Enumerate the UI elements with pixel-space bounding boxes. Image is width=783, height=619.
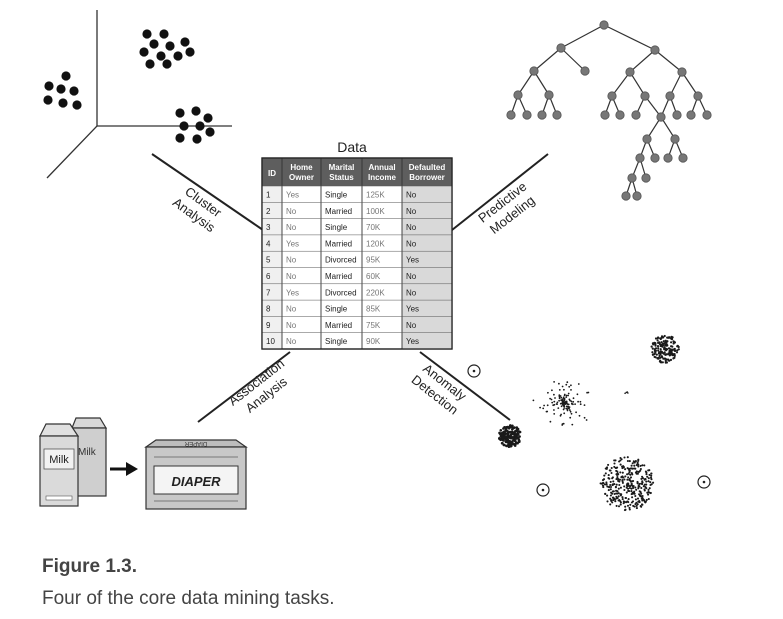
anomaly-detection-label: Anomaly Detection <box>409 361 470 418</box>
table-cell: 120K <box>366 239 385 248</box>
table-cell: 95K <box>366 256 381 265</box>
table-cell: Married <box>325 239 352 248</box>
table-header-cell: Owner <box>289 173 314 182</box>
outlier-marker <box>536 483 550 497</box>
table-cell: 220K <box>366 288 385 297</box>
table-cell: No <box>286 223 297 232</box>
table-cell: 2 <box>266 207 271 216</box>
table-cell: No <box>406 191 417 200</box>
milk-front-label: Milk <box>49 454 69 466</box>
cluster-top <box>139 29 195 69</box>
table-cell: No <box>406 207 417 216</box>
cluster-left <box>43 71 82 110</box>
table-cell: 9 <box>266 321 271 330</box>
table-cell: Married <box>325 207 352 216</box>
table-cell: 5 <box>266 256 271 265</box>
diaper-lid-label: DIAPER <box>184 440 207 446</box>
table-cell: 4 <box>266 239 271 248</box>
table-cell: No <box>286 337 297 346</box>
table-cell: 125K <box>366 191 385 200</box>
table-cell: Yes <box>286 239 299 248</box>
table-header-cell: Home <box>290 163 313 172</box>
figure-caption-title: Figure 1.3. <box>42 556 138 577</box>
table-cell: Married <box>325 321 352 330</box>
arrow-icon <box>110 462 138 476</box>
table-cell: Single <box>325 337 348 346</box>
data-table-title: Data <box>337 139 367 155</box>
table-cell: 90K <box>366 337 381 346</box>
outlier-marker <box>697 475 711 489</box>
table-header-cell: Annual <box>368 163 395 172</box>
milk-cartons-icon: Milk Milk <box>39 417 108 507</box>
table-cell: No <box>406 272 417 281</box>
table-header-cell: ID <box>268 169 276 178</box>
table-cell: Yes <box>406 337 419 346</box>
table-cell: 6 <box>266 272 271 281</box>
milk-back-label: Milk <box>78 447 97 458</box>
table-cell: 8 <box>266 305 271 314</box>
table-cell: Yes <box>406 305 419 314</box>
table-cell: 85K <box>366 305 381 314</box>
association-analysis-label: Association Analysis <box>225 356 290 416</box>
cluster-bottom <box>175 106 215 144</box>
predictive-connector <box>451 153 549 231</box>
table-cell: No <box>406 239 417 248</box>
table-cell: Divorced <box>325 256 357 265</box>
table-cell: 75K <box>366 321 381 330</box>
table-cell: Yes <box>286 191 299 200</box>
axis-depth <box>46 125 98 179</box>
anomaly-outliers <box>467 364 711 497</box>
cluster-connector <box>151 153 264 231</box>
cluster-analysis-label: Cluster Analysis <box>170 184 225 236</box>
table-cell: Single <box>325 223 348 232</box>
table-cell: No <box>406 288 417 297</box>
table-cell: 10 <box>266 337 275 346</box>
association-connector <box>197 351 291 423</box>
table-cell: 100K <box>366 207 385 216</box>
figure-caption-text: Four of the core data mining tasks. <box>42 588 335 609</box>
data-mining-tasks-diagram: Cluster Analysis Predictive Modeling Ass… <box>39 10 712 512</box>
table-cell: No <box>286 321 297 330</box>
table-header-cell: Status <box>329 173 354 182</box>
table-cell: 7 <box>266 288 271 297</box>
diaper-box-icon: DIAPER DIAPER <box>144 439 248 510</box>
table-cell: Single <box>325 305 348 314</box>
diaper-box-label: DIAPER <box>171 474 221 489</box>
table-header-cell: Borrower <box>409 173 445 182</box>
table-cell: No <box>286 207 297 216</box>
table-cell: 3 <box>266 223 271 232</box>
table-header-cell: Defaulted <box>409 163 446 172</box>
table-cell: No <box>286 272 297 281</box>
table-cell: 70K <box>366 223 381 232</box>
table-header-cell: Income <box>368 173 397 182</box>
table-cell: Married <box>325 272 352 281</box>
table-cell: Single <box>325 191 348 200</box>
table-cell: 1 <box>266 191 271 200</box>
table-cell: Yes <box>406 256 419 265</box>
table-cell: 60K <box>366 272 381 281</box>
table-cell: No <box>286 305 297 314</box>
table-cell: No <box>406 321 417 330</box>
predictive-modeling-label: Predictive Modeling <box>475 179 537 237</box>
table-cell: No <box>406 223 417 232</box>
table-cell: No <box>286 256 297 265</box>
table-cell: Divorced <box>325 288 357 297</box>
table-cell: Yes <box>286 288 299 297</box>
decision-tree-nodes <box>506 20 712 201</box>
outlier-marker <box>467 364 481 378</box>
anomaly-connector <box>419 351 511 421</box>
anomaly-scatter <box>498 334 680 512</box>
cluster-plot <box>43 10 232 179</box>
table-header-cell: Marital <box>329 163 355 172</box>
